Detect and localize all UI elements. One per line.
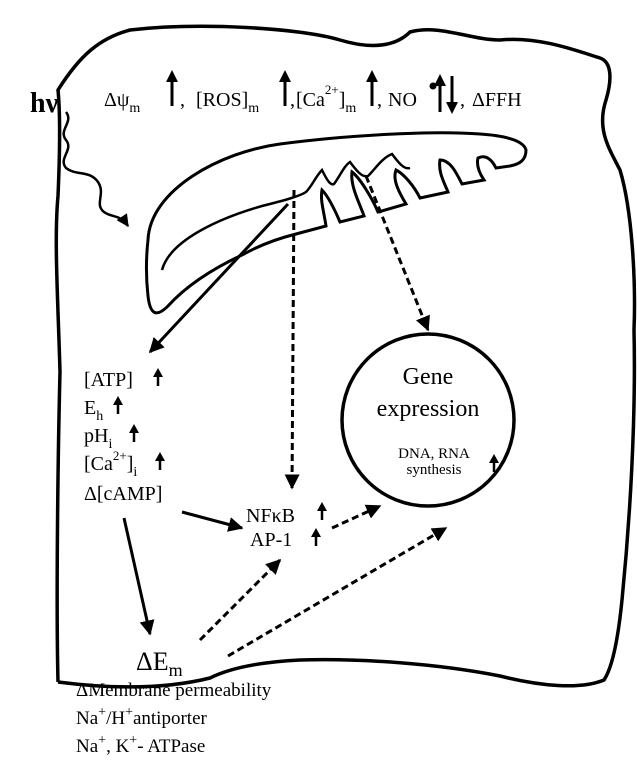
ca-cyto-increase-icon bbox=[155, 452, 165, 470]
comma-3: , bbox=[377, 89, 382, 111]
dna-rna-label: DNA, RNA bbox=[398, 446, 470, 462]
gene-title-1: Gene bbox=[403, 364, 454, 390]
membrane-effects: ΔEm ΔMembrane permeability Na+/H+antipor… bbox=[76, 647, 272, 757]
gene-title-2: expression bbox=[377, 396, 480, 422]
ap1-label: AP-1 bbox=[250, 529, 292, 551]
atp-increase-icon bbox=[153, 368, 163, 386]
synthesis-label: synthesis bbox=[406, 462, 461, 478]
eh-label: Eh bbox=[84, 397, 103, 424]
gene-expression-node: Gene expression DNA, RNA synthesis bbox=[342, 334, 514, 506]
antiporter-label: Na+/H+antiporter bbox=[76, 705, 207, 729]
light-label: hν bbox=[30, 88, 59, 119]
psi-increase-icon bbox=[166, 70, 178, 106]
mito-effects-row: Δψm , [ROS]m , [Ca2+]m , NO , ΔFFH bbox=[104, 70, 522, 116]
arrow-mito-to-atp bbox=[150, 204, 288, 352]
delta-em-label: ΔEm bbox=[136, 647, 183, 680]
comma-1: , bbox=[180, 89, 185, 111]
transcription-factors: NFκB AP-1 bbox=[246, 502, 327, 551]
arrow-camp-to-nfkb bbox=[182, 512, 242, 528]
ca-cyto-label: [Ca2+]i bbox=[84, 448, 137, 480]
camp-label: Δ[cAMP] bbox=[84, 483, 162, 505]
eh-increase-icon bbox=[113, 396, 123, 414]
cytoplasm-list: [ATP] Eh pHi [Ca2+]i Δ[cAMP] bbox=[84, 368, 165, 505]
arrow-em-to-ap1 bbox=[200, 560, 280, 640]
permeability-label: ΔMembrane permeability bbox=[76, 680, 272, 701]
ph-increase-icon bbox=[129, 424, 139, 442]
nfkb-increase-icon bbox=[317, 502, 327, 520]
arrow-camp-to-em bbox=[124, 518, 150, 634]
ca-mito-label: [Ca2+]m bbox=[296, 82, 356, 116]
ffh-label: ΔFFH bbox=[472, 89, 522, 111]
atp-label: [ATP] bbox=[84, 369, 133, 391]
mitochondrion-outline bbox=[147, 133, 527, 313]
light-wave bbox=[64, 112, 128, 226]
nfkb-label: NFκB bbox=[246, 505, 295, 527]
arrow-mito-to-nfkb bbox=[292, 190, 294, 488]
ph-label: pHi bbox=[84, 425, 112, 452]
arrow-nfkb-to-gene bbox=[332, 506, 380, 528]
comma-2: , bbox=[290, 89, 295, 111]
comma-4: , bbox=[460, 89, 465, 111]
ros-label: [ROS]m bbox=[196, 89, 259, 116]
no-label: NO bbox=[388, 89, 417, 111]
psi-label: Δψm bbox=[104, 89, 140, 116]
atpase-label: Na+, K+- ATPase bbox=[76, 733, 205, 757]
ap1-increase-icon bbox=[311, 528, 321, 546]
arrow-mito-to-gene bbox=[366, 176, 428, 330]
no-up-down-icon bbox=[434, 74, 458, 114]
